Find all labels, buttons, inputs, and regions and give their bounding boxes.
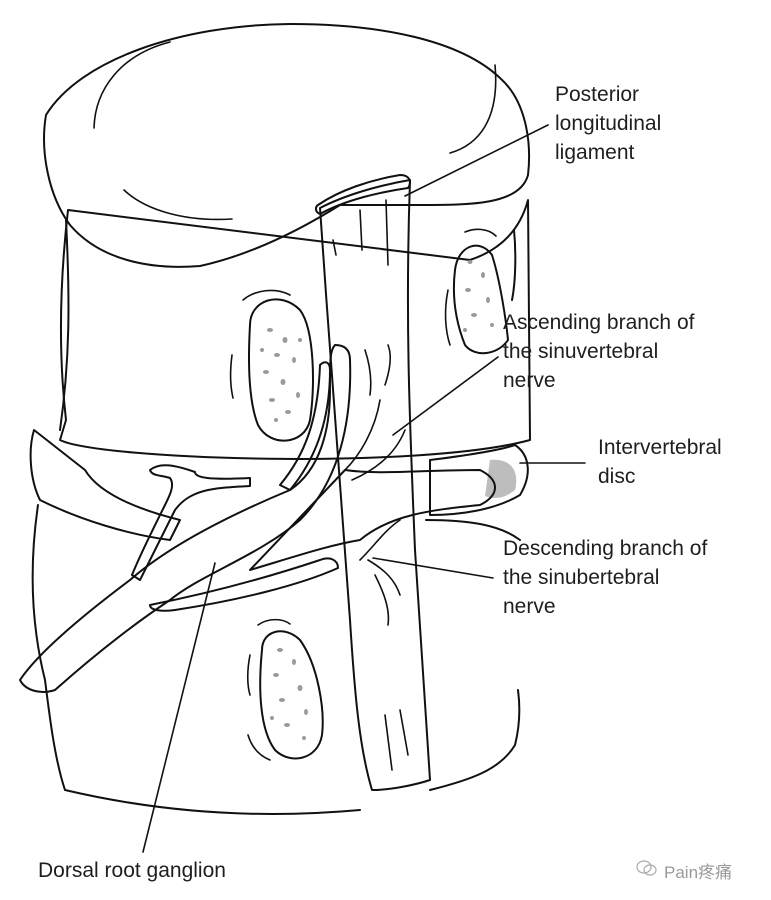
label-intervertebral-disc: Intervertebral disc [598, 436, 722, 488]
label-dorsal-root-ganglion: Dorsal root ganglion [38, 859, 226, 882]
wechat-icon [636, 859, 658, 882]
leader-ascending [392, 356, 499, 436]
lower-vertebral-body [31, 504, 521, 815]
dorsal-root-ganglion-nerve [19, 344, 496, 693]
leader-descending [372, 557, 494, 579]
upper-vertebral-body [43, 23, 531, 460]
leader-lines [142, 124, 586, 853]
posterior-longitudinal-ligament [314, 174, 431, 791]
label-descending-branch: Descending branch of the sinubertebral n… [503, 537, 708, 618]
lower-pedicle [246, 618, 324, 761]
leader-ligament [404, 124, 549, 197]
label-posterior-longitudinal-ligament: Posterior longitudinal ligament [555, 83, 662, 164]
watermark: Pain疼痛 [636, 858, 732, 883]
upper-left-pedicle [229, 289, 314, 442]
intervertebral-disc [29, 429, 529, 541]
label-ascending-branch: Ascending branch of the sinuvertebral ne… [503, 311, 695, 392]
leader-ganglion [142, 562, 216, 853]
watermark-text: Pain疼痛 [664, 863, 733, 882]
upper-vertebra-endplate [43, 23, 531, 268]
upper-right-pedicle [444, 228, 509, 355]
